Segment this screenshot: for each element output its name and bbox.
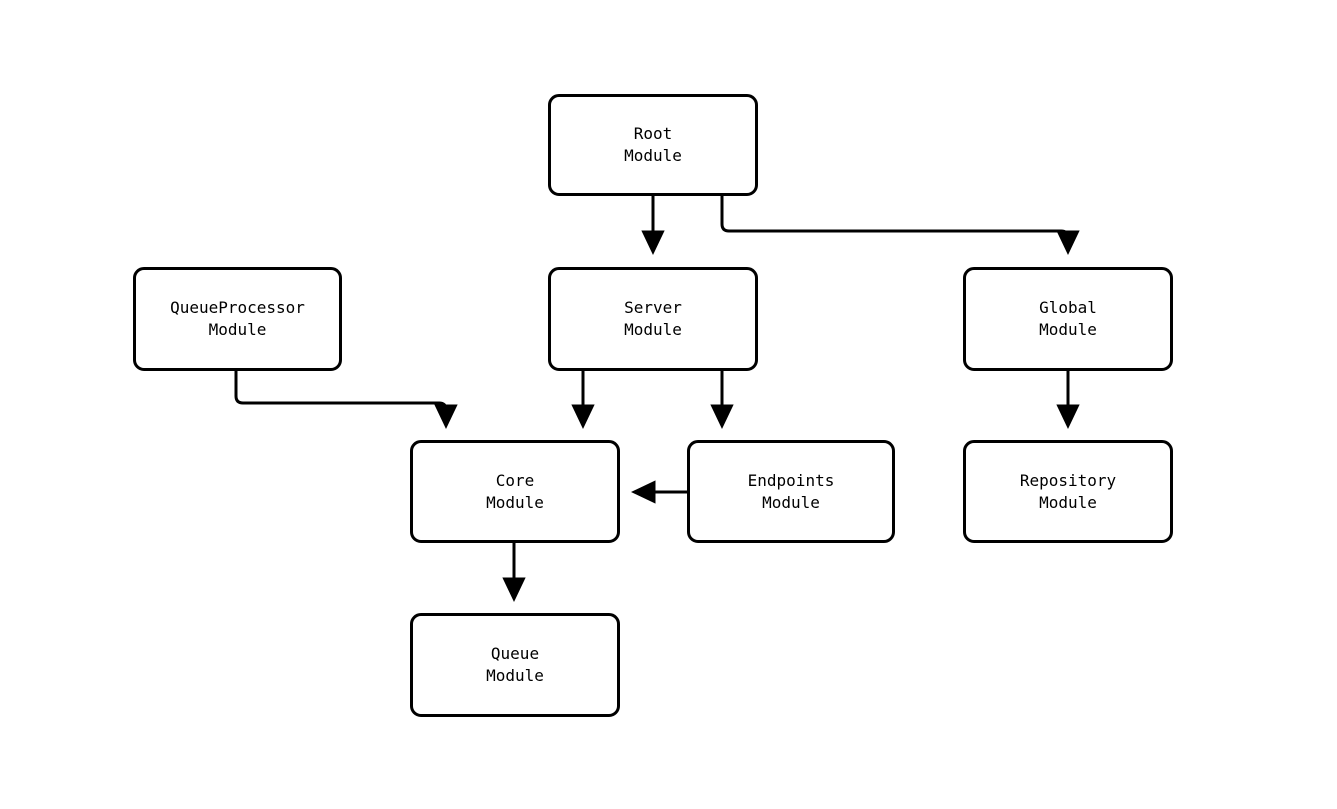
node-global-module[interactable]: Global Module (963, 267, 1173, 371)
node-server-module[interactable]: Server Module (548, 267, 758, 371)
node-root-module-label-line1: Root (633, 124, 673, 143)
node-server-module-label-line1: Server (624, 298, 682, 317)
node-queueprocessor-module-label-line2: Module (208, 320, 267, 339)
node-core-module-label-line1: Core (495, 470, 535, 490)
node-repository-module[interactable]: Repository Module (963, 440, 1173, 543)
node-queue-module-label-line2: Module (486, 666, 544, 685)
node-queueprocessor-module[interactable]: QueueProcessor Module (133, 267, 342, 371)
node-endpoints-module-label-line2: Module (762, 492, 820, 512)
node-endpoints-module-label-line1: Endpoints (747, 470, 835, 490)
node-core-module[interactable]: Core Module (410, 440, 620, 543)
node-global-module-label-line1: Global (1039, 298, 1097, 317)
node-queue-module[interactable]: Queue Module (410, 613, 620, 717)
node-endpoints-module[interactable]: Endpoints Module (687, 440, 895, 543)
node-core-module-label-line2: Module (486, 492, 544, 512)
node-repository-module-label-line2: Module (1039, 492, 1097, 512)
node-queue-module-label-line1: Queue (490, 644, 540, 663)
node-repository-module-label-line1: Repository (1019, 470, 1117, 490)
edge-queueprocessor-to-core (234, 371, 458, 430)
node-server-module-label-line2: Module (624, 320, 682, 339)
edge-root-to-global (720, 196, 1080, 256)
node-root-module-label-line2: Module (624, 146, 682, 165)
node-global-module-label-line2: Module (1039, 320, 1097, 339)
node-queueprocessor-module-label-line1: QueueProcessor (170, 298, 305, 317)
node-root-module[interactable]: Root Module (548, 94, 758, 196)
